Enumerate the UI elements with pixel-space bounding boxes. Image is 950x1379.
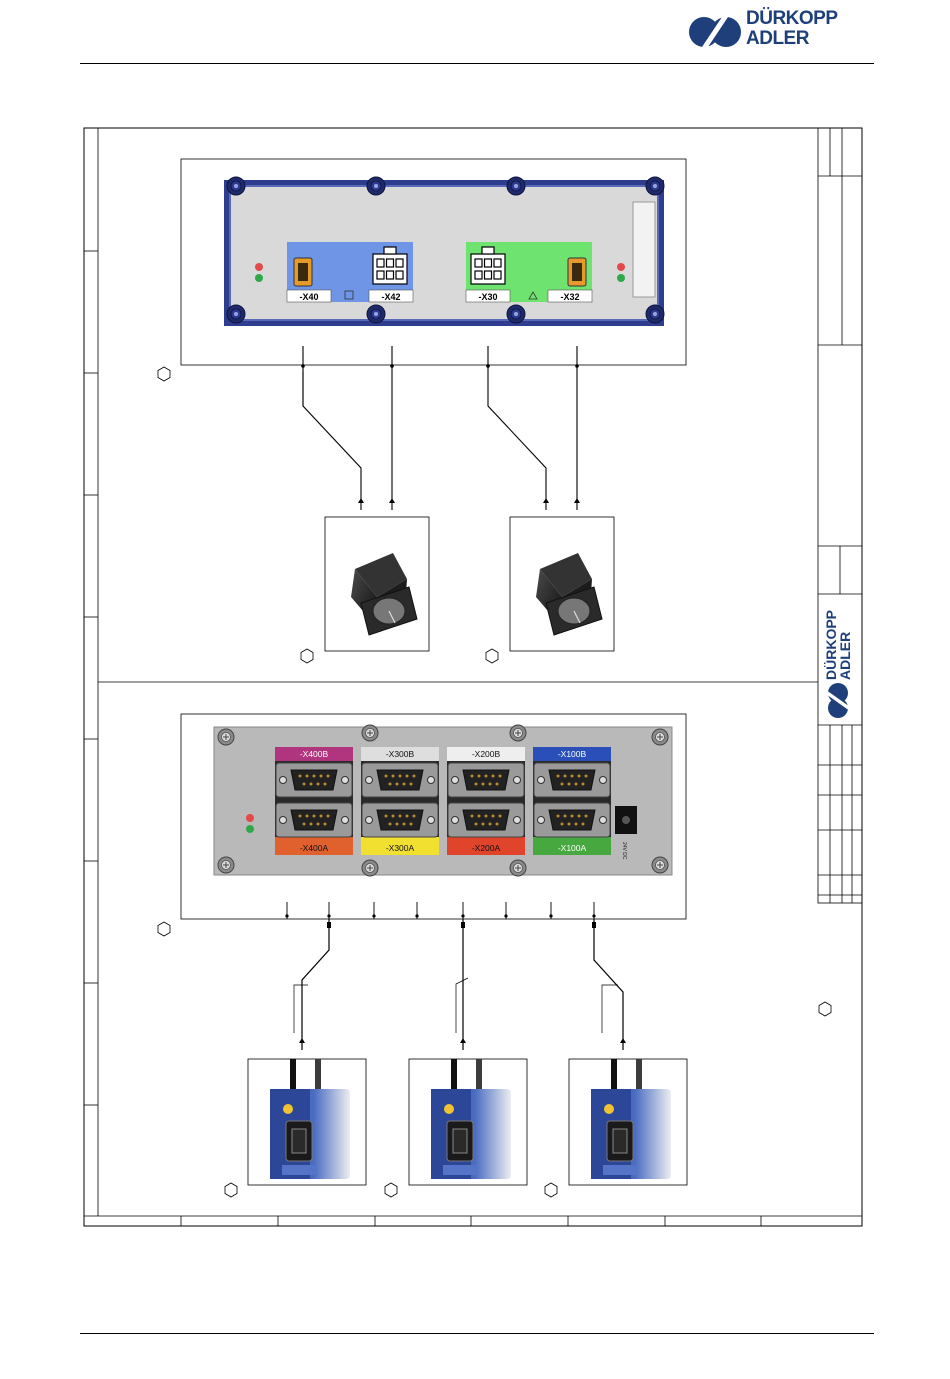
led-red-icon	[617, 263, 625, 271]
connector-label-x40: -X40	[299, 292, 318, 302]
dsub-port-icon	[362, 803, 438, 837]
scanner-camera-3	[569, 1059, 687, 1185]
callout-hex-icon	[486, 649, 498, 663]
dsub-port-icon	[276, 803, 352, 837]
led-red-icon	[246, 814, 254, 822]
connector-label-x42: -X42	[381, 292, 400, 302]
dsub-port-icon	[276, 763, 352, 797]
callout-hex-icon	[225, 1183, 237, 1197]
connector-label-x32: -X32	[560, 292, 579, 302]
led-green-icon	[617, 274, 625, 282]
title-block-logo: DÜRKOPP ADLER	[823, 610, 853, 718]
callout-hex-icon	[819, 1002, 831, 1016]
usb-port-icon	[294, 258, 312, 286]
dsub-port-icon	[534, 803, 610, 837]
camera-hub: -X400B -X300B -X200B -X100B -X400A -X300…	[214, 725, 672, 876]
port-label-x300b: -X300B	[386, 749, 415, 759]
port-label-x100a: -X100A	[558, 843, 587, 853]
connector-label-x30: -X30	[478, 292, 497, 302]
callout-hex-icon	[158, 922, 170, 936]
port-label-x300a: -X300A	[386, 843, 415, 853]
port-label-x200a: -X200A	[472, 843, 501, 853]
usb-port-icon	[568, 258, 586, 286]
callout-hex-icon	[545, 1183, 557, 1197]
scanner-camera-1	[248, 1059, 366, 1185]
led-red-icon	[255, 263, 263, 271]
dsub-port-icon	[448, 803, 524, 837]
callout-hex-icon	[158, 367, 170, 381]
power-label: 24V DC	[621, 842, 627, 860]
dsub-port-icon	[448, 763, 524, 797]
callout-hex-icon	[301, 649, 313, 663]
led-green-icon	[246, 825, 254, 833]
dsub-port-icon	[362, 763, 438, 797]
port-label-x400a: -X400A	[300, 843, 329, 853]
dsub-port-icon	[534, 763, 610, 797]
bottom-wiring	[302, 919, 623, 1050]
port-label-x200b: -X200B	[472, 749, 501, 759]
port-label-x100b: -X100B	[558, 749, 587, 759]
top-wiring	[303, 346, 577, 510]
top-controller: -X40 -X42 -X30 -X32	[224, 177, 664, 326]
callout-hex-icon	[385, 1183, 397, 1197]
port-label-x400b: -X400B	[300, 749, 329, 759]
title-block-brand-line2: ADLER	[837, 632, 853, 680]
stepper-motor-1	[325, 517, 429, 651]
led-green-icon	[255, 274, 263, 282]
stepper-motor-2	[510, 517, 614, 651]
title-block	[818, 128, 862, 903]
scanner-camera-2	[409, 1059, 527, 1185]
top-wire-markers	[301, 364, 580, 503]
